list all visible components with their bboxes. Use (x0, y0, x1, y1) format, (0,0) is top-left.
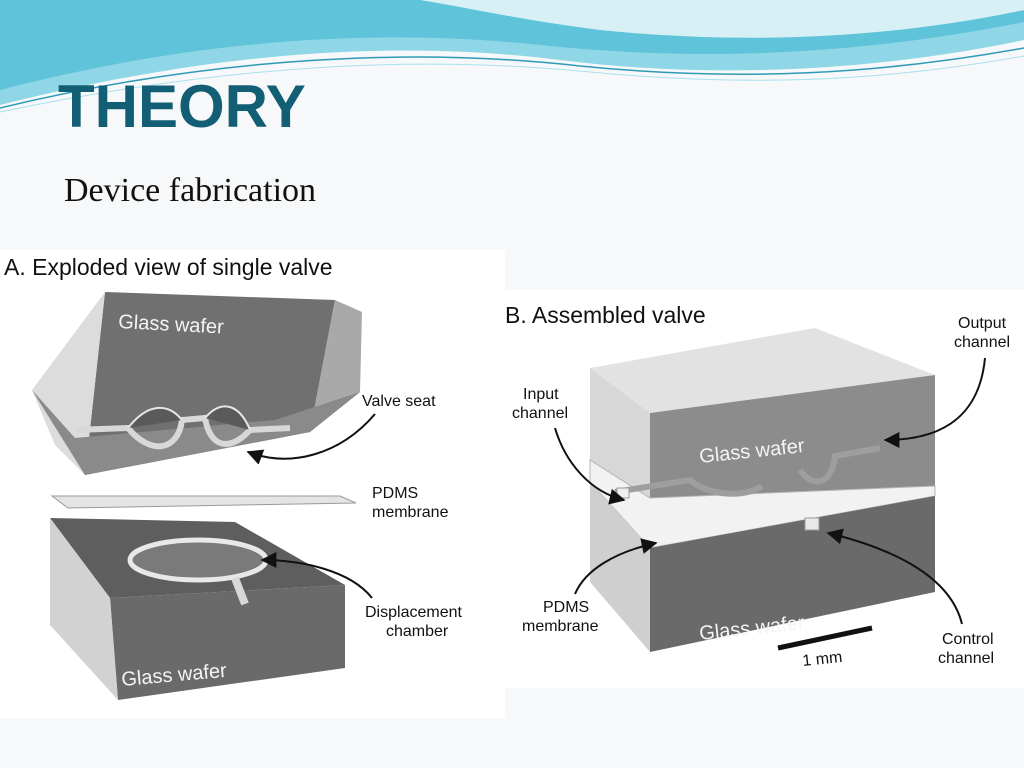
panel-b-membrane-arrow (574, 538, 658, 595)
panel-a-membrane-label-line2: membrane (372, 504, 449, 521)
output-channel-label-line1: Output (958, 315, 1007, 332)
input-channel-opening (616, 487, 630, 499)
assembled-top-front-face (650, 375, 935, 498)
slide-title: THEORY (58, 73, 306, 140)
assembled-top-left-face (590, 368, 650, 498)
valve-seat-left-cut (127, 406, 183, 429)
displacement-chamber-label-line2: chamber (386, 623, 449, 640)
wave-line-thin (0, 55, 1024, 113)
slide-subtitle: Device fabrication (64, 172, 317, 209)
assembled-bottom-front-face (650, 496, 935, 652)
output-channel-path (797, 445, 881, 485)
pdms-membrane-sheet (50, 495, 357, 509)
input-channel-label-line1: Input (523, 386, 559, 403)
output-channel-label-line2: channel (954, 334, 1010, 351)
header-wave-decoration (0, 0, 1024, 113)
top-wafer-bottom-face (32, 390, 360, 475)
panel-a-membrane-label-line1: PDMS (372, 485, 418, 502)
control-channel-arrow (826, 528, 963, 625)
bottom-wafer-front-face (110, 585, 345, 700)
displacement-chamber-label-line1: Displacement (365, 604, 462, 621)
scale-bar-label: 1 mm (802, 649, 844, 670)
top-glass-wafer (32, 292, 362, 475)
assembled-top-face (590, 328, 935, 413)
valve-seat-arrow (246, 413, 376, 465)
assembled-valve-block (589, 328, 936, 652)
input-channel-arrow (554, 427, 626, 505)
wave-line (0, 47, 1024, 109)
control-channel-label-line2: channel (938, 650, 994, 667)
panel-b-membrane-label-line1: PDMS (543, 599, 589, 616)
panel-b-title: B. Assembled valve (505, 302, 706, 328)
input-channel-path (614, 476, 764, 497)
wave-highlight (420, 0, 1024, 38)
panel-a-title: A. Exploded view of single valve (4, 254, 333, 280)
control-channel-groove (231, 576, 249, 606)
bottom-wafer-left-face (50, 518, 118, 700)
assembled-bottom-left-face (590, 482, 650, 652)
scale-bar (777, 625, 873, 651)
displacement-chamber-recess (127, 537, 269, 583)
valve-seat-label: Valve seat (362, 393, 436, 410)
output-channel-arrow (883, 357, 986, 448)
control-channel-label-line1: Control (942, 631, 994, 648)
control-channel-opening (804, 517, 820, 531)
panel-b-membrane-label-line2: membrane (522, 618, 599, 635)
input-channel-label-line2: channel (512, 405, 568, 422)
displacement-chamber-arrow (260, 552, 373, 599)
valve-seat-right-cut (204, 405, 251, 431)
